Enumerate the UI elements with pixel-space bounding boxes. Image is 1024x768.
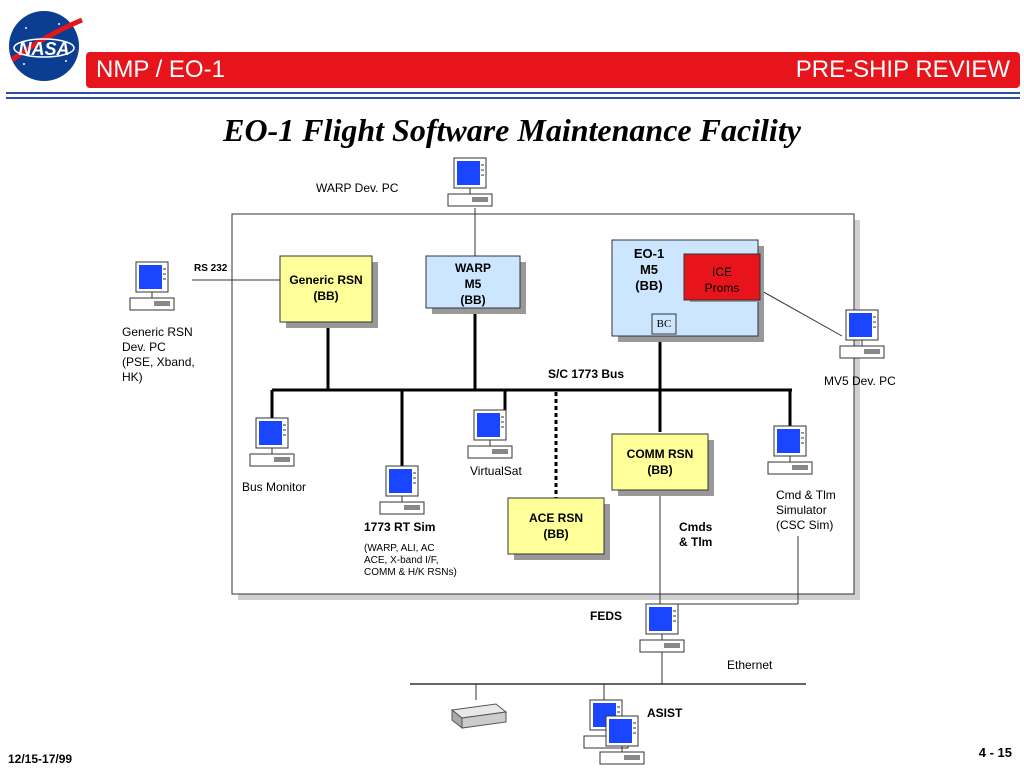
cmd-tlm-sim-label: Cmd & Tlm Simulator (CSC Sim) (776, 488, 836, 532)
feds-pc-icon (639, 603, 685, 653)
asist-label: ASIST (647, 706, 683, 720)
eo1-m5-label: EO-1 M5 (BB) (633, 246, 665, 293)
bc-box (651, 313, 677, 335)
header-rule-bottom (6, 97, 1020, 99)
printer-icon (450, 703, 508, 730)
rt-sim-pc-icon (379, 465, 425, 515)
cmd-tlm-sim-pc-icon (767, 425, 813, 475)
mv5-dev-pc-label: MV5 Dev. PC (824, 374, 896, 388)
generic-rsn-pc-label: Generic RSN Dev. PC (PSE, Xband, HK) (122, 325, 195, 384)
bc-label: BC (656, 318, 672, 330)
cmds-tlm-label: Cmds & Tlm (679, 520, 713, 549)
ace-rsn-box (507, 497, 605, 555)
ethernet-label: Ethernet (727, 658, 773, 672)
comm-rsn-box (611, 433, 709, 491)
nasa-logo: NASA (4, 6, 84, 86)
mv5-dev-pc-icon (839, 309, 885, 359)
generic-rsn-label: Generic RSN (BB) (289, 273, 363, 303)
warp-dev-pc-label: WARP Dev. PC (316, 181, 399, 195)
ace-rsn-label: ACE RSN (BB) (528, 511, 583, 541)
bus-monitor-label: Bus Monitor (242, 480, 307, 494)
bus-monitor-pc-icon (249, 417, 295, 467)
comm-rsn-label: COMM RSN (BB) (626, 447, 694, 477)
warp-dev-pc-icon (447, 157, 493, 207)
logo-text: NASA (18, 39, 69, 59)
warp-m5-label: WARP M5 (BB) (455, 261, 491, 307)
virtualsat-label: VirtualSat (470, 464, 522, 478)
project-title: NMP / EO-1 (96, 56, 225, 83)
ice-proms-box (683, 253, 761, 301)
mv5-pc-link (759, 289, 843, 337)
feds-label: FEDS (590, 609, 623, 623)
generic-rsn-box (279, 255, 373, 323)
footer-date: 12/15-17/99 (8, 752, 73, 766)
page-number: 4 - 15 (978, 745, 1012, 760)
rt-sim-label: 1773 RT Sim (364, 520, 436, 534)
virtualsat-pc-icon (467, 409, 513, 459)
asist-pc-icon-front (599, 715, 645, 765)
generic-rsn-pc-icon (129, 261, 175, 311)
header-rule-top (6, 92, 1020, 94)
page-title: EO-1 Flight Software Maintenance Facilit… (223, 112, 801, 148)
warp-m5-box (425, 255, 521, 309)
bus-label: S/C 1773 Bus (548, 367, 625, 381)
rt-sim-detail: (WARP, ALI, AC ACE, X-band I/F, COMM & H… (364, 543, 457, 578)
rs232-label: RS 232 (194, 263, 228, 274)
ice-proms-label: ICE Proms (704, 265, 740, 295)
header-bar (86, 52, 1020, 88)
review-title: PRE-SHIP REVIEW (795, 56, 1010, 83)
